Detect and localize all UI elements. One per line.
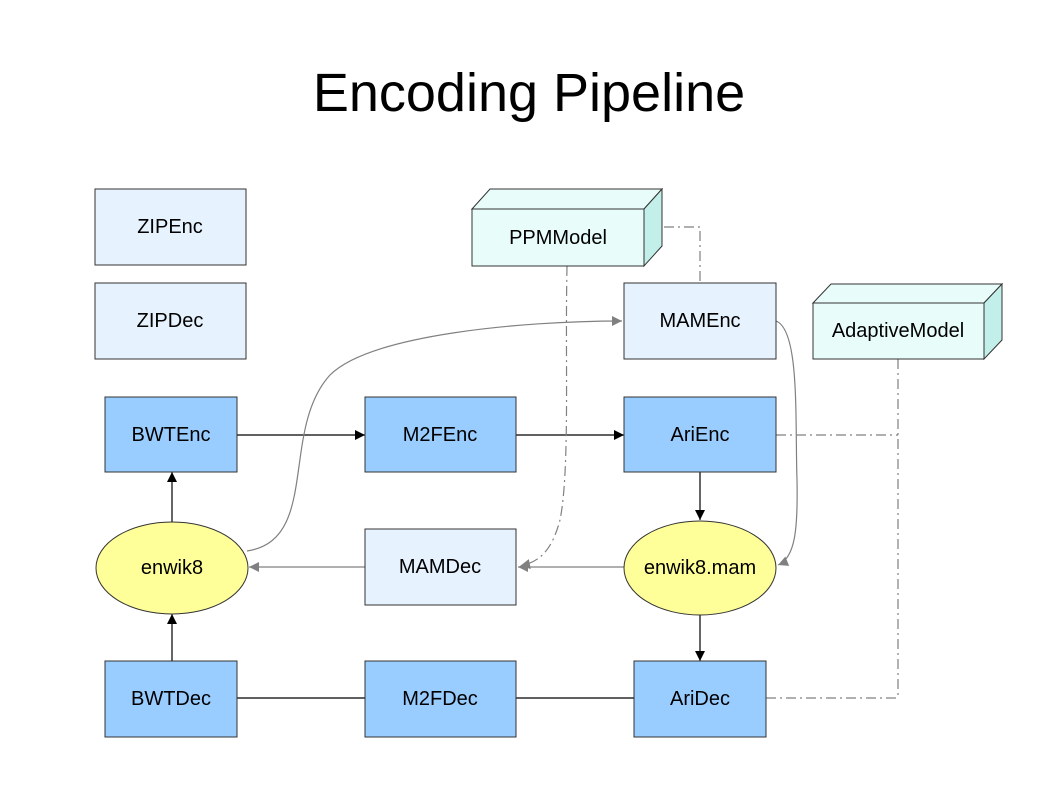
node-enwik8-label: enwik8	[141, 557, 203, 579]
node-bwtdec-label: BWTDec	[131, 688, 211, 710]
node-m2fdec[interactable]: M2FDec	[364, 660, 517, 738]
node-enwik8mam[interactable]: enwik8.mam	[623, 520, 777, 616]
curve-mamenc-to-enwik8mam	[775, 320, 798, 566]
node-zipdec[interactable]: ZIPDec	[94, 282, 247, 360]
node-zipenc-label: ZIPEnc	[137, 216, 203, 238]
dashdot-ppmmodel-to-mamdec	[519, 265, 568, 569]
node-bwtdec[interactable]: BWTDec	[104, 660, 238, 738]
page-title: Encoding Pipeline	[312, 63, 746, 123]
node-ppmmodel[interactable]: PPMModel	[470, 187, 664, 268]
dashdot-ppmmodel-to-mamenc	[644, 226, 701, 284]
node-adaptivemodel-label: AdaptiveModel	[832, 320, 964, 342]
node-arienc[interactable]: AriEnc	[623, 396, 777, 473]
node-mamenc-label: MAMEnc	[659, 310, 740, 332]
node-arienc-label: AriEnc	[671, 424, 730, 446]
node-adaptivemodel[interactable]: AdaptiveModel	[811, 282, 1004, 361]
connectors	[167, 226, 899, 699]
node-enwik8[interactable]: enwik8	[95, 521, 249, 615]
node-m2fenc-label: M2FEnc	[403, 424, 477, 446]
node-aridec[interactable]: AriDec	[633, 660, 767, 738]
node-mamdec[interactable]: MAMDec	[364, 528, 517, 606]
node-zipdec-label: ZIPDec	[137, 310, 204, 332]
node-enwik8mam-label: enwik8.mam	[644, 557, 756, 579]
node-mamenc[interactable]: MAMEnc	[623, 282, 777, 360]
node-zipenc[interactable]: ZIPEnc	[94, 188, 247, 266]
node-mamdec-label: MAMDec	[399, 556, 481, 578]
node-m2fdec-label: M2FDec	[402, 688, 478, 710]
node-bwtenc-label: BWTEnc	[132, 424, 211, 446]
node-ppmmodel-label: PPMModel	[509, 227, 607, 249]
curve-enwik8-to-mamenc	[246, 316, 623, 552]
node-m2fenc[interactable]: M2FEnc	[364, 396, 517, 473]
node-bwtenc[interactable]: BWTEnc	[104, 396, 238, 473]
node-aridec-label: AriDec	[670, 688, 730, 710]
